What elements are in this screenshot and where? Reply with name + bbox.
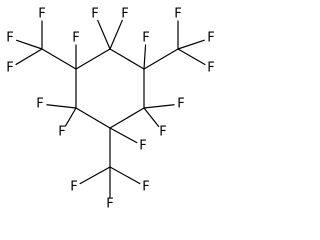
fluorine-label: F [36,97,43,112]
bond-c4-f11 [143,104,175,109]
bond-c6-f15 [64,107,77,127]
fluorine-label: F [58,125,65,140]
bond-lines [15,19,206,198]
fluorine-label: F [106,197,113,212]
bond-c1-c2 [75,48,111,70]
bond-c3-f7 [143,44,147,70]
fluorine-label: F [6,31,13,46]
bond-c1-c7 [41,48,77,70]
bond-c7-f1 [16,39,43,50]
bond-c8-f10 [177,48,206,66]
fluorine-label: F [38,7,45,22]
fluorine-label: F [207,61,214,76]
bond-c8-f9 [177,39,205,50]
bond-c2-f5 [97,19,111,50]
bond-c5-f13 [109,127,138,144]
bond-c2-c3 [109,48,145,70]
fluorine-label: F [70,180,77,195]
fluorine-label: F [142,180,149,195]
fluorine-label: F [177,97,184,112]
fluorine-label: F [121,7,128,22]
bond-c4-f12 [143,107,160,128]
bond-c4-c5 [109,107,145,129]
bond-c5-c6 [75,107,111,129]
fluorine-label: F [142,31,149,46]
fluorine-label: F [91,7,98,22]
bond-c3-c8 [143,48,179,70]
fluorine-label: F [207,31,214,46]
bond-c2-f6 [109,19,123,50]
bond-c6-f14 [46,104,77,109]
fluorine-label: F [139,139,146,154]
fluorine-label: F [159,125,166,140]
fluorine-label: F [6,61,13,76]
fluorine-label: F [72,31,79,46]
bond-c9-f16 [79,166,111,185]
fluorine-label: F [174,7,181,22]
bond-c7-f3 [15,48,43,66]
bond-c9-f18 [109,166,141,185]
